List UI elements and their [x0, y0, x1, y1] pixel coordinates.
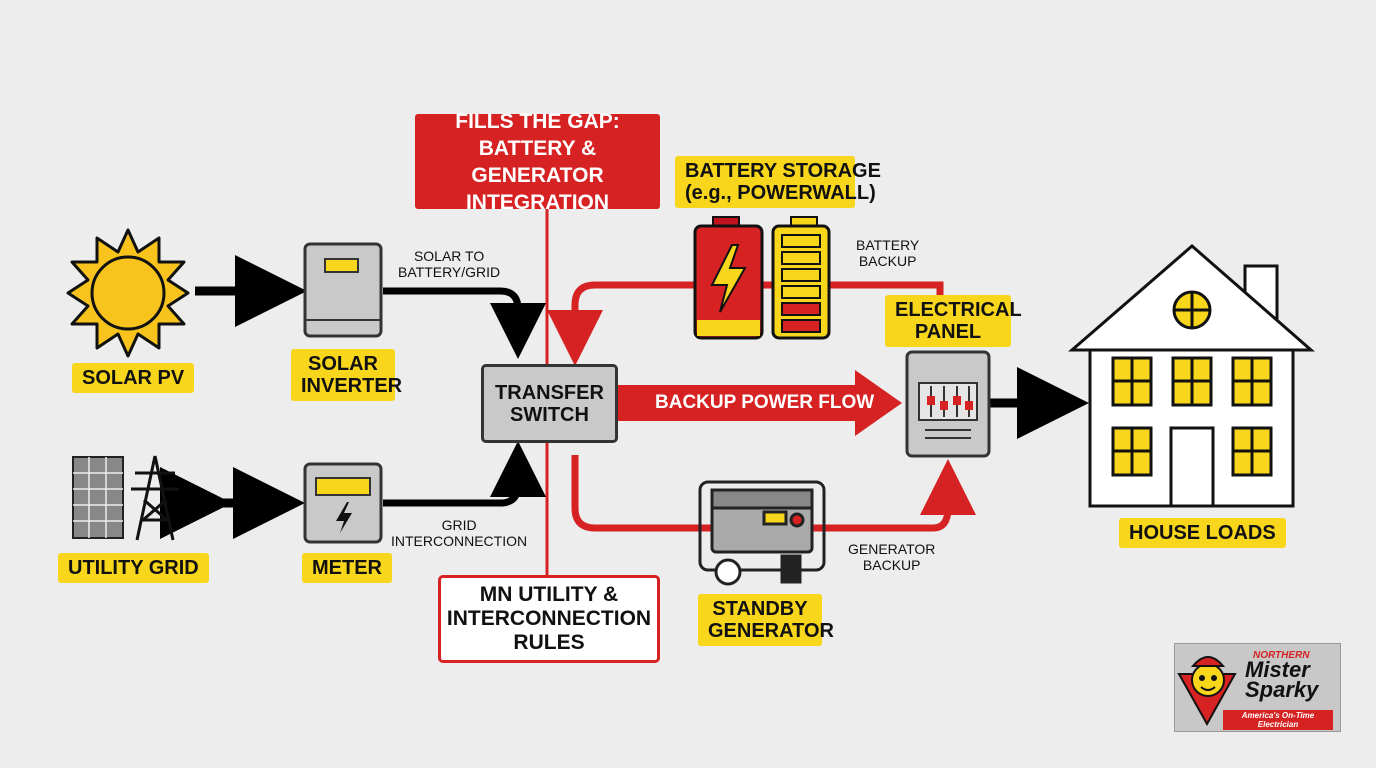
battery-backup-line-1: BATTERY: [856, 237, 920, 253]
logo-tagline: America's On-Time Electrician: [1223, 710, 1333, 730]
battery-storage-line-2: (e.g., POWERWALL): [685, 182, 876, 204]
logo-name-line-2: Sparky: [1245, 677, 1319, 702]
backup-power-flow-arrow: [615, 370, 902, 436]
logo-name-line-1: Mister: [1245, 657, 1310, 682]
meter-label: METER: [302, 553, 392, 583]
bottom-note-box: MN UTILITY & INTERCONNECTION RULES: [438, 575, 660, 663]
solar-panel-icon: [72, 456, 124, 539]
generator-backup-line-2: BACKUP: [862, 557, 921, 573]
standby-generator-label: STANDBY GENERATOR: [698, 594, 834, 646]
logo-northern: NORTHERN: [1253, 650, 1310, 661]
generator-backup-label: GENERATOR BACKUP: [848, 541, 935, 573]
grid-interconnection-line-1: GRID: [441, 517, 477, 533]
transmission-tower-icon: [131, 455, 179, 541]
bottom-note-line-1: MN UTILITY &: [479, 583, 619, 606]
house-icon: [1067, 244, 1315, 508]
solar-to-line-2: BATTERY/GRID: [398, 264, 501, 280]
inverter-icon: [303, 242, 383, 338]
electrical-panel-line-2: PANEL: [914, 321, 982, 343]
battery-backup-label: BATTERY BACKUP: [856, 237, 919, 269]
solar-to-label: SOLAR TO BATTERY/GRID: [398, 248, 500, 280]
bottom-note-line-3: RULES: [513, 631, 585, 654]
mascot-icon: [1177, 656, 1237, 727]
battery-storage-label: BATTERY STORAGE (e.g., POWERWALL): [675, 156, 881, 208]
grid-interconnection-label: GRID INTERCONNECTION: [391, 517, 527, 549]
electrical-panel-icon: [905, 350, 991, 458]
meter-icon: [303, 462, 383, 544]
solar-inverter-line-2: INVERTER: [301, 375, 403, 397]
battery-storage-line-1: BATTERY STORAGE: [685, 160, 881, 182]
transfer-switch: TRANSFER SWITCH: [481, 364, 618, 443]
battery-backup-line-2: BACKUP: [858, 253, 917, 269]
generator-backup-line-1: GENERATOR: [848, 541, 936, 557]
mister-sparky-logo: NORTHERN Mister Sparky America's On-Time…: [1174, 643, 1341, 732]
electrical-panel-label: ELECTRICAL PANEL: [885, 295, 1022, 347]
meter-to-switch-arrow: [383, 441, 546, 507]
standby-generator-line-2: GENERATOR: [708, 620, 834, 642]
sun-icon: [66, 228, 190, 358]
transfer-switch-line-1: TRANSFER: [495, 381, 604, 404]
standby-generator-line-1: STANDBY: [712, 598, 808, 620]
bottom-note-line-2: INTERCONNECTION: [446, 607, 652, 630]
top-note-line-3: INTEGRATION: [465, 190, 610, 214]
backup-power-flow-label: BACKUP POWER FLOW: [655, 392, 875, 413]
top-note-box: FILLS THE GAP: BATTERY & GENERATOR INTEG…: [415, 110, 660, 214]
transfer-switch-line-2: SWITCH: [510, 403, 589, 426]
logo-name: Mister Sparky: [1245, 657, 1319, 702]
top-note-line-1: FILLS THE GAP:: [455, 109, 620, 133]
battery-backup-path: [547, 281, 944, 366]
house-loads-label: HOUSE LOADS: [1119, 518, 1286, 548]
top-note-line-2: BATTERY & GENERATOR: [471, 136, 604, 187]
generator-icon: [698, 480, 826, 586]
inverter-to-switch-arrow: [383, 287, 546, 359]
solar-inverter-label: SOLAR INVERTER: [291, 349, 403, 401]
solar-to-line-1: SOLAR TO: [413, 248, 485, 264]
grid-interconnection-line-2: INTERCONNECTION: [391, 533, 528, 549]
electrical-panel-line-1: ELECTRICAL: [895, 299, 1022, 321]
battery-icon: [693, 216, 831, 340]
solar-inverter-line-1: SOLAR: [308, 353, 378, 375]
solar-pv-label: SOLAR PV: [72, 363, 195, 393]
utility-grid-label: UTILITY GRID: [58, 553, 209, 583]
